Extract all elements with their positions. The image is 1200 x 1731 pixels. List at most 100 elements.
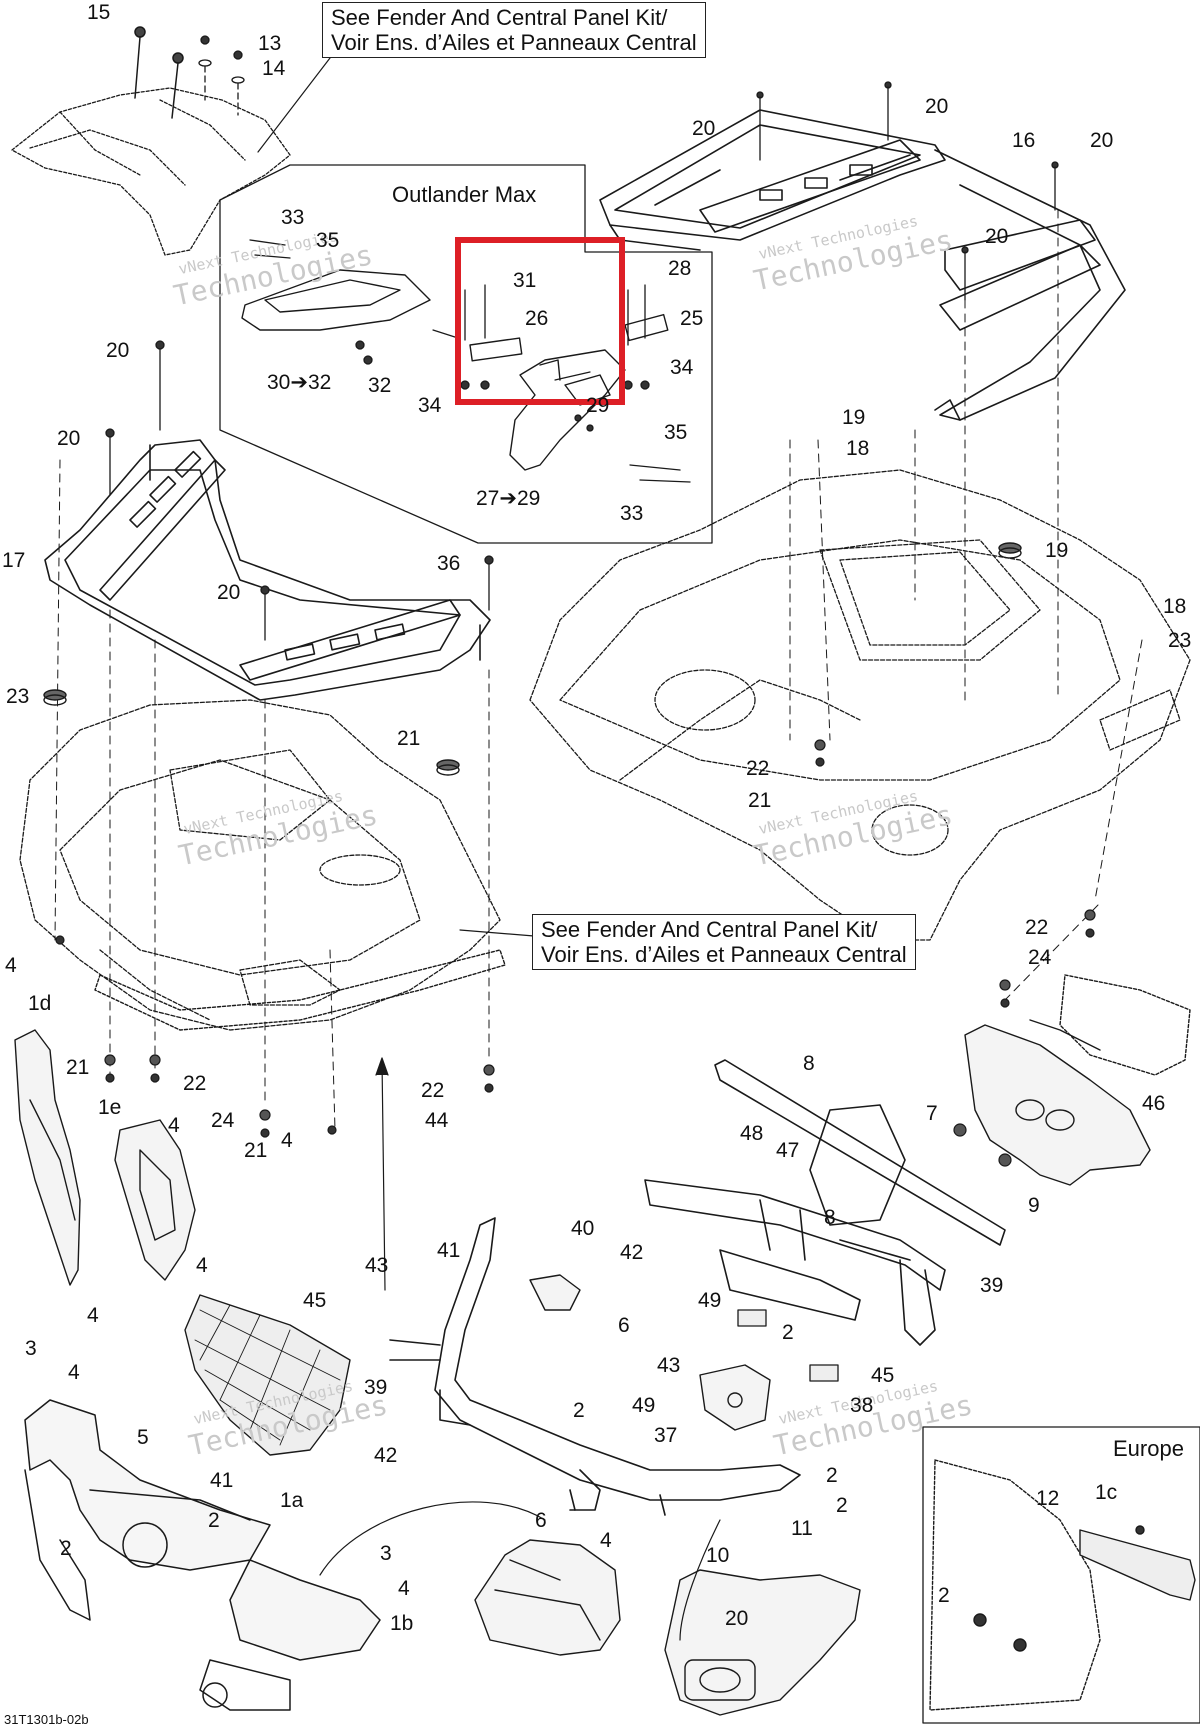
part-label: 20 xyxy=(217,581,241,604)
part-label: 32 xyxy=(368,374,392,397)
part-label: 29 xyxy=(586,394,610,417)
part-label: 40 xyxy=(571,1217,595,1240)
part-label: 2 xyxy=(573,1399,585,1422)
bolt-15 xyxy=(134,26,184,119)
part-label: 4 xyxy=(168,1114,180,1137)
bracket-45 xyxy=(737,1309,839,1382)
part-label: 22 xyxy=(1025,916,1049,939)
part-label: 21 xyxy=(397,727,421,750)
part-label: 20 xyxy=(725,1607,749,1630)
part-label: 10 xyxy=(706,1544,730,1567)
part-label: 3 xyxy=(380,1542,392,1565)
part-label: 22 xyxy=(746,757,770,780)
outlander-max-fasteners xyxy=(249,239,691,483)
front-frame-tube xyxy=(94,949,506,1031)
callout-see-fender-kit-middle: See Fender And Central Panel Kit/ Voir E… xyxy=(532,914,916,970)
part-label: 21 xyxy=(66,1056,90,1079)
part-label: 37 xyxy=(654,1424,678,1447)
dashed-alignment-lines xyxy=(54,209,1143,1131)
part-label: 18 xyxy=(846,437,870,460)
part-label: 35 xyxy=(316,229,340,252)
rear-body-panel xyxy=(529,469,1191,941)
part-label: 49 xyxy=(632,1394,656,1417)
part-label: 2 xyxy=(782,1321,794,1344)
part-label: 20 xyxy=(692,117,716,140)
part-label: 46 xyxy=(1142,1092,1166,1115)
part-label: 5 xyxy=(137,1426,149,1449)
part-label: 34 xyxy=(418,394,442,417)
callout-line: See Fender And Central Panel Kit/ xyxy=(331,5,668,30)
callout-see-fender-kit-top: See Fender And Central Panel Kit/ Voir E… xyxy=(322,2,706,58)
callout-line: Voir Ens. d’Ailes et Panneaux Central xyxy=(331,30,697,55)
part-label: 1d xyxy=(28,992,52,1015)
part-label: 41 xyxy=(437,1239,461,1262)
part-label: 2 xyxy=(60,1537,72,1560)
part-label: 30➔32 xyxy=(267,371,332,394)
part-label: 26 xyxy=(525,307,549,330)
bracket-38 xyxy=(699,1364,771,1431)
part-label: 1e xyxy=(98,1096,122,1119)
part-label: 34 xyxy=(670,356,694,379)
assembly-arrow xyxy=(319,1057,721,1641)
part-label: 2 xyxy=(826,1464,838,1487)
part-label: 27➔29 xyxy=(476,487,541,510)
part-label: 4 xyxy=(196,1254,208,1277)
outlander-max-grab-bars xyxy=(241,269,669,471)
part-label: 13 xyxy=(258,32,282,55)
part-label: 35 xyxy=(664,421,688,444)
part-label: 20 xyxy=(57,427,81,450)
part-label: 18 xyxy=(1163,595,1187,618)
part-label: 4 xyxy=(87,1304,99,1327)
front-body-panel xyxy=(19,699,501,1031)
europe-plate-bracket xyxy=(929,1459,1196,1711)
part-label: 33 xyxy=(281,206,305,229)
grommets xyxy=(43,542,1022,776)
part-label: 41 xyxy=(210,1469,234,1492)
side-panel-1d xyxy=(14,1029,81,1286)
part-label: 24 xyxy=(211,1109,235,1132)
part-label: 23 xyxy=(1168,629,1192,652)
part-label: 8 xyxy=(803,1052,815,1075)
part-label: 4 xyxy=(68,1361,80,1384)
part-label: 4 xyxy=(398,1577,410,1600)
part-label: 45 xyxy=(303,1289,327,1312)
part-label: 19 xyxy=(1045,539,1069,562)
part-label: 21 xyxy=(748,789,772,812)
part-label: 4 xyxy=(5,954,17,977)
part-label: 39 xyxy=(980,1274,1004,1297)
callout-line: See Fender And Central Panel Kit/ xyxy=(541,917,878,942)
drawing-code: 31T1301b-02b xyxy=(4,1712,89,1727)
part-label: 49 xyxy=(698,1289,722,1312)
part-label: 6 xyxy=(535,1509,547,1532)
part-label: 1b xyxy=(390,1612,414,1635)
part-label: 2 xyxy=(836,1494,848,1517)
side-panel-1e xyxy=(114,1119,196,1281)
part-label: 20 xyxy=(1090,129,1114,152)
part-label: 1a xyxy=(280,1489,304,1512)
inset-title-europe: Europe xyxy=(1113,1436,1184,1461)
part-label: 20 xyxy=(985,225,1009,248)
part-label: 28 xyxy=(668,257,692,280)
part-label: 44 xyxy=(425,1109,449,1132)
europe-inset-frame xyxy=(922,1426,1200,1724)
callout-line: Voir Ens. d’Ailes et Panneaux Central xyxy=(541,942,907,967)
part-label: 38 xyxy=(850,1394,874,1417)
part-label: 4 xyxy=(600,1529,612,1552)
part-label: 43 xyxy=(365,1254,389,1277)
rear-frame-44 xyxy=(644,1059,1006,1346)
rear-rack-bolts-20 xyxy=(756,81,1059,301)
part-label: 21 xyxy=(244,1139,268,1162)
part-label: 20 xyxy=(106,339,130,362)
part-label: 24 xyxy=(1028,946,1052,969)
part-label: 42 xyxy=(374,1444,398,1467)
part-label: 7 xyxy=(926,1102,938,1125)
lower-panel-1c xyxy=(664,1569,861,1716)
headlight-housing xyxy=(964,974,1191,1186)
highlight-box xyxy=(455,237,625,405)
part-label: 2 xyxy=(938,1584,950,1607)
part-label: 48 xyxy=(740,1122,764,1145)
front-frame-37 xyxy=(389,1217,801,1516)
grille xyxy=(184,1294,351,1456)
